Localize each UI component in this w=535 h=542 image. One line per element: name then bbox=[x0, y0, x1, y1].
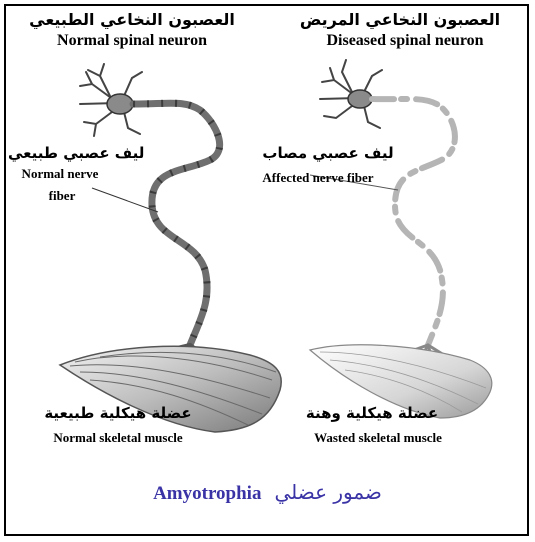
wasted-muscle-label-en: Wasted skeletal muscle bbox=[314, 430, 442, 446]
normal-muscle-label-ar: عضلة هيكلية طبيعية bbox=[44, 404, 191, 422]
diseased-neuron-title-ar: العصبون النخاعي المريض bbox=[300, 10, 500, 29]
normal-fiber-pointer bbox=[92, 188, 158, 212]
diseased-soma bbox=[348, 90, 372, 108]
diseased-axon bbox=[372, 99, 455, 345]
normal-fiber-label-en-line2: fiber bbox=[49, 188, 76, 204]
normal-axon bbox=[133, 103, 220, 345]
caption-en: Amyotrophia bbox=[153, 483, 261, 504]
caption-ar: ضمور عضلي bbox=[274, 480, 381, 504]
affected-fiber-label-en: Affected nerve fiber bbox=[262, 170, 373, 186]
diseased-neuron bbox=[310, 60, 492, 418]
wasted-muscle-label-ar: عضلة هيكلية وهنة bbox=[306, 404, 438, 422]
normal-soma bbox=[107, 94, 133, 114]
normal-fiber-label-en-line1: Normal nerve bbox=[22, 166, 99, 182]
figure-caption: Amyotrophia ضمور عضلي bbox=[0, 480, 535, 505]
normal-neuron bbox=[60, 64, 281, 432]
affected-fiber-label-ar: ليف عصبي مصاب bbox=[262, 144, 393, 162]
normal-fiber-label-ar: ليف عصبي طبيعي bbox=[8, 144, 144, 162]
normal-neuron-title-ar: العصبون النخاعي الطبيعي bbox=[29, 10, 235, 29]
normal-muscle-label-en: Normal skeletal muscle bbox=[53, 430, 182, 446]
diseased-neuron-title-en: Diseased spinal neuron bbox=[326, 32, 483, 50]
normal-neuron-title-en: Normal spinal neuron bbox=[57, 32, 207, 50]
